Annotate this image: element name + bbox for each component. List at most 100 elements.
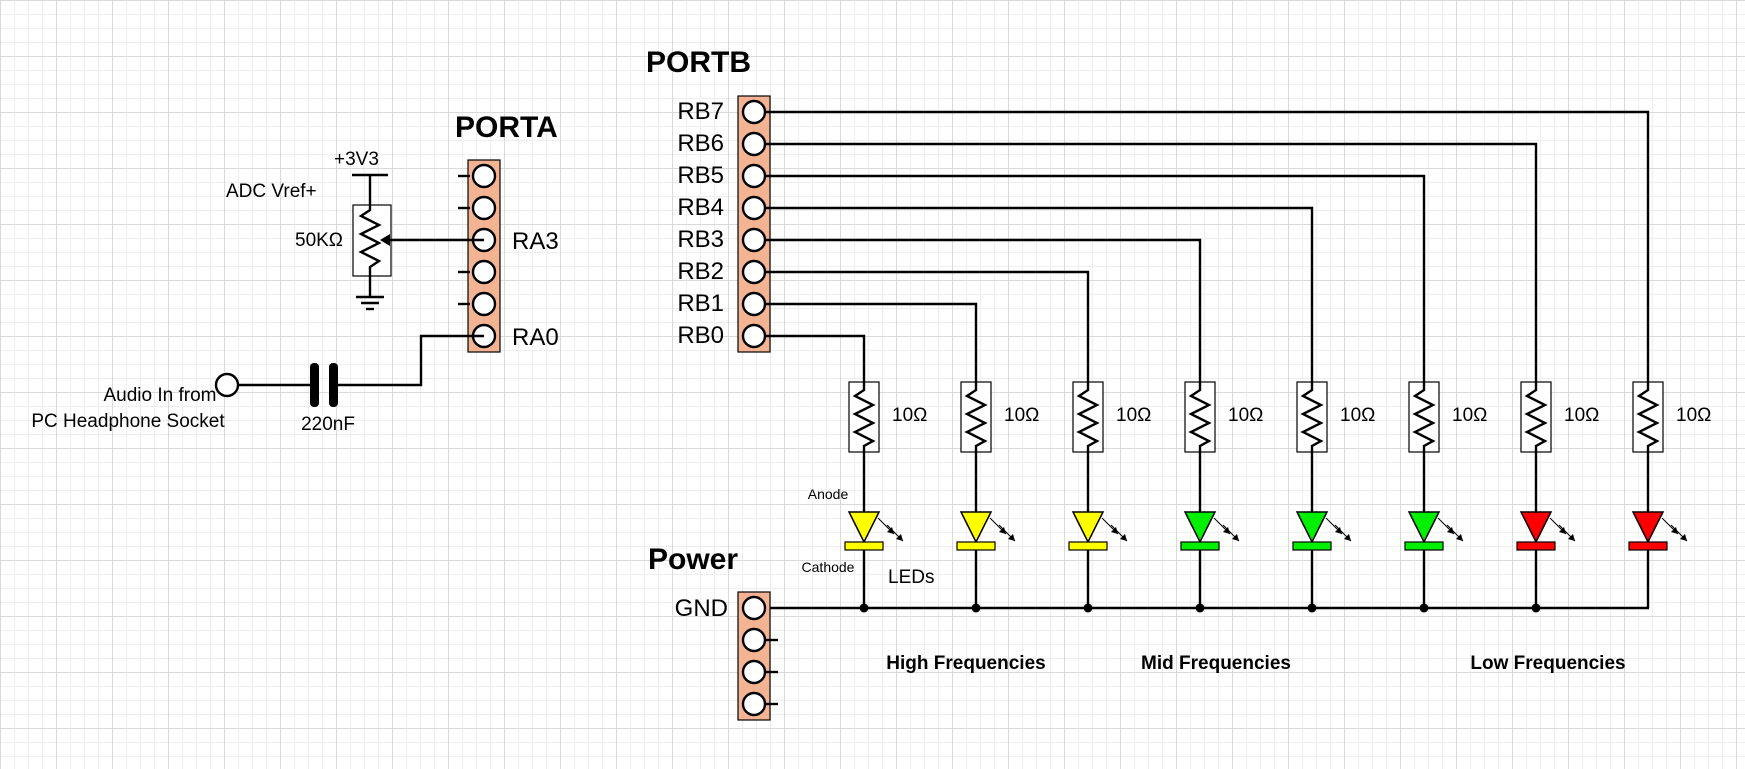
- power-title: Power: [648, 543, 738, 576]
- header-pin: [741, 131, 767, 157]
- led-triangle: [1183, 511, 1217, 544]
- pin-label-rb0: RB0: [677, 322, 724, 349]
- resistor-symbol: [1300, 382, 1324, 452]
- header-pin: [471, 195, 497, 221]
- led-cathode-bar: [844, 541, 884, 551]
- ground-junction-dot: [859, 603, 869, 613]
- header-pin: [741, 163, 767, 189]
- leds-label: LEDs: [888, 567, 934, 588]
- header-body: [467, 159, 501, 353]
- signal-wire: [766, 270, 1090, 382]
- band-label-mid: Mid Frequencies: [1141, 653, 1291, 674]
- ground-junction-dot: [1195, 603, 1205, 613]
- portb-pin-labels: RB7 RB6 RB5 RB4 RB3 RB2 RB1 RB0: [677, 98, 724, 349]
- audio-jack-terminal: [214, 372, 240, 398]
- pin-label-rb3: RB3: [677, 226, 724, 253]
- resistor-value-label: 10Ω: [1340, 405, 1375, 426]
- portb-title: PORTB: [646, 46, 751, 79]
- signal-wire: [766, 142, 1538, 382]
- led-channel-rb7: 10Ω: [766, 110, 1711, 608]
- led-triangle: [1071, 511, 1105, 544]
- led-light-arrowhead: [1447, 527, 1454, 534]
- resistor-symbol: [1412, 382, 1436, 452]
- led-light-arrowhead: [896, 534, 903, 541]
- led-cathode-bar: [1292, 541, 1332, 551]
- led-light-arrowhead: [1671, 527, 1678, 534]
- pin-label-ra3: RA3: [512, 228, 559, 255]
- pin-label-ra0: RA0: [512, 324, 559, 351]
- ground-junction-dot: [1083, 603, 1093, 613]
- led-light-arrowhead: [1344, 534, 1351, 541]
- resistor-symbol: [1636, 382, 1660, 452]
- led-cathode-bar: [956, 541, 996, 551]
- led-channel-rb5: 10Ω: [766, 174, 1487, 608]
- header-pin: [471, 291, 497, 317]
- header-pin: [741, 291, 767, 317]
- led-light-arrowhead: [1680, 534, 1687, 541]
- vref-potentiometer: [352, 173, 484, 311]
- led-light-arrowhead: [1008, 534, 1015, 541]
- porta-header: [458, 159, 501, 353]
- led-light-arrowhead: [1559, 527, 1566, 534]
- audio-input-label-2: PC Headphone Socket: [31, 411, 225, 432]
- resistor-value-label: 10Ω: [892, 405, 927, 426]
- led-channel-rb2: 10Ω: [766, 270, 1151, 608]
- led-light-arrowhead: [1568, 534, 1575, 541]
- signal-wire: [766, 110, 1650, 382]
- band-label-low: Low Frequencies: [1470, 653, 1625, 674]
- resistor-value-label: 10Ω: [1228, 405, 1263, 426]
- pin-label-rb6: RB6: [677, 130, 724, 157]
- led-cathode-bar: [1068, 541, 1108, 551]
- led-channel-rb3: 10Ω: [766, 238, 1263, 608]
- resistor-value-label: 10Ω: [1116, 405, 1151, 426]
- pin-label-rb7: RB7: [677, 98, 724, 125]
- led-light-arrowhead: [1120, 534, 1127, 541]
- power-header: [737, 591, 778, 721]
- signal-wire: [766, 174, 1426, 382]
- resistor-value-label: 10Ω: [1452, 405, 1487, 426]
- anode-label: Anode: [808, 486, 849, 502]
- pin-label-rb1: RB1: [677, 290, 724, 317]
- led-channel-rb4: 10Ω: [766, 206, 1375, 608]
- audio-input-label-1: Audio In from: [104, 385, 217, 406]
- led-triangle: [847, 511, 881, 544]
- resistor-value-label: 10Ω: [1564, 405, 1599, 426]
- led-light-arrowhead: [1335, 527, 1342, 534]
- header-pin: [741, 259, 767, 285]
- ground-junctions: [859, 603, 1541, 613]
- led-light-arrowhead: [1223, 527, 1230, 534]
- vref-label: ADC Vref+: [226, 181, 317, 202]
- signal-wire: [766, 302, 978, 382]
- pin-label-gnd: GND: [675, 595, 728, 622]
- led-triangle: [1631, 511, 1665, 544]
- led-cathode-bar: [1516, 541, 1556, 551]
- led-light-arrowhead: [1456, 534, 1463, 541]
- led-channel-rb6: 10Ω: [766, 142, 1599, 608]
- led-cathode-bar: [1180, 541, 1220, 551]
- band-label-high: High Frequencies: [886, 653, 1045, 674]
- header-pin: [741, 595, 767, 621]
- header-pin: [741, 691, 767, 717]
- header-pin: [741, 227, 767, 253]
- signal-wire: [766, 334, 866, 382]
- supply-label: +3V3: [334, 149, 379, 170]
- resistor-symbol: [1076, 382, 1100, 452]
- led-cathode-bar: [1628, 541, 1668, 551]
- led-channel-rb0: 10Ω: [766, 334, 927, 608]
- resistor-symbol: [1188, 382, 1212, 452]
- led-triangle: [1295, 511, 1329, 544]
- led-triangle: [1519, 511, 1553, 544]
- resistor-value-label: 10Ω: [1004, 405, 1039, 426]
- audio-input-circuit: [214, 334, 484, 407]
- pot-value-label: 50KΩ: [295, 230, 343, 251]
- led-triangle: [959, 511, 993, 544]
- led-light-arrowhead: [1111, 527, 1118, 534]
- header-pin: [471, 259, 497, 285]
- resistor-symbol: [1524, 382, 1548, 452]
- signal-wire: [766, 206, 1314, 382]
- led-cathode-bar: [1404, 541, 1444, 551]
- capacitor-value-label: 220nF: [301, 414, 355, 435]
- header-pin: [741, 99, 767, 125]
- led-light-arrowhead: [887, 527, 894, 534]
